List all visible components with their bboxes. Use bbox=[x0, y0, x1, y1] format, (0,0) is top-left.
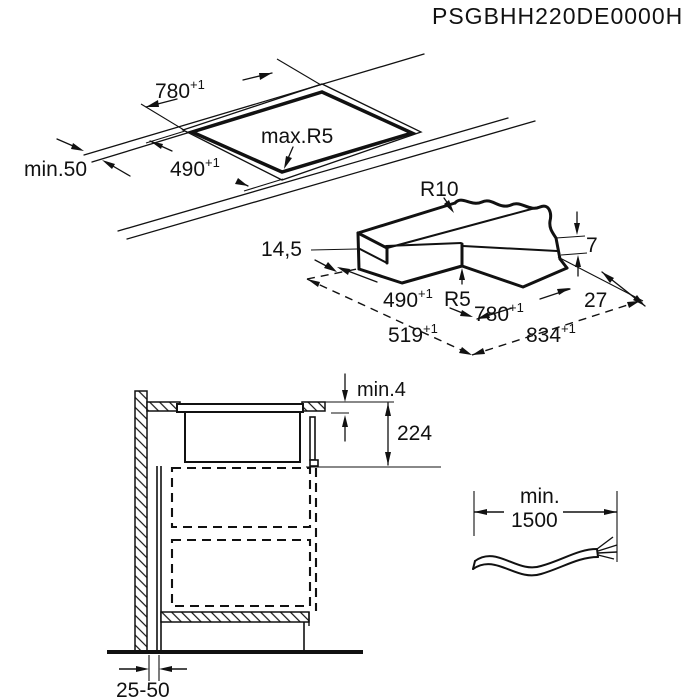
cutout-width-dimension: 780+1 bbox=[140, 58, 322, 131]
hob-base-radius-callout: R5 bbox=[444, 268, 471, 311]
hob-radius-callout: R10 bbox=[420, 178, 459, 213]
cable-drawing bbox=[472, 536, 618, 577]
worktop-cutout-figure: 780+1 490+1 max.R5 min.50 bbox=[24, 53, 536, 240]
wall-gap-label: 25-50 bbox=[116, 679, 170, 700]
wall-gap-dimension: 25-50 bbox=[116, 655, 187, 700]
cabinet-dashed bbox=[170, 466, 318, 611]
hob-base-radius-label: R5 bbox=[444, 288, 471, 311]
wall-hatched bbox=[134, 390, 148, 653]
cutout-depth-label: 490+1 bbox=[170, 155, 220, 181]
edge-distance-label: min.50 bbox=[24, 158, 87, 181]
cutout-depth-dimension: 490+1 bbox=[145, 130, 284, 192]
installation-section-figure: min.4 224 bbox=[107, 373, 441, 700]
hob-height-label: 14,5 bbox=[261, 238, 302, 261]
cutout-outline bbox=[181, 83, 423, 181]
clearance-label: min.4 bbox=[357, 379, 406, 401]
hob-box-section bbox=[184, 411, 301, 463]
cable-length-label: 1500 bbox=[511, 509, 558, 532]
worktop-edge-lines bbox=[83, 53, 536, 240]
hob-width-label: 780+1 bbox=[474, 300, 524, 326]
clearance-dimension: min.4 bbox=[325, 373, 406, 442]
glass-thickness-dimension: 7 bbox=[555, 211, 598, 277]
cutout-width-label: 780+1 bbox=[155, 77, 205, 103]
cutout-radius-label: max.R5 bbox=[261, 125, 333, 148]
overhang-dimension: 27 bbox=[557, 256, 646, 312]
glass-depth-label: 519+1 bbox=[388, 321, 438, 347]
cable-wire-ends bbox=[596, 536, 618, 560]
hob-depth-label: 490+1 bbox=[383, 286, 433, 312]
glass-width-dimension: 834+1 bbox=[472, 301, 640, 355]
hob-corner-figure: R10 14,5 490+1 R5 780+1 bbox=[261, 178, 646, 356]
glass-width-label: 834+1 bbox=[526, 321, 576, 347]
install-depth-label: 224 bbox=[397, 422, 432, 445]
cable-length-dimension bbox=[473, 491, 618, 562]
cutout-radius-callout: max.R5 bbox=[261, 125, 333, 169]
title-label: PSGBHH220DE0000H bbox=[432, 3, 683, 29]
hob-radius-label: R10 bbox=[420, 178, 459, 201]
hob-glass-section bbox=[176, 403, 304, 413]
glass-thickness-label: 7 bbox=[586, 234, 598, 257]
overhang-label: 27 bbox=[584, 289, 607, 312]
glass-depth-dimension: 519+1 bbox=[307, 279, 472, 355]
power-cable-figure: min. 1500 bbox=[472, 485, 618, 577]
cable-min-label: min. bbox=[520, 485, 560, 508]
edge-distance-dimension: min.50 bbox=[24, 138, 131, 181]
hob-width-dimension: 780+1 bbox=[474, 288, 571, 326]
cabinet-structure bbox=[107, 466, 363, 654]
hob-height-dimension: 14,5 bbox=[261, 238, 358, 272]
hob-body-outline bbox=[356, 198, 569, 289]
mounting-bracket bbox=[309, 416, 319, 467]
hob-depth-dimension: 490+1 bbox=[337, 267, 473, 317]
install-depth-dimension: 224 bbox=[306, 402, 441, 468]
